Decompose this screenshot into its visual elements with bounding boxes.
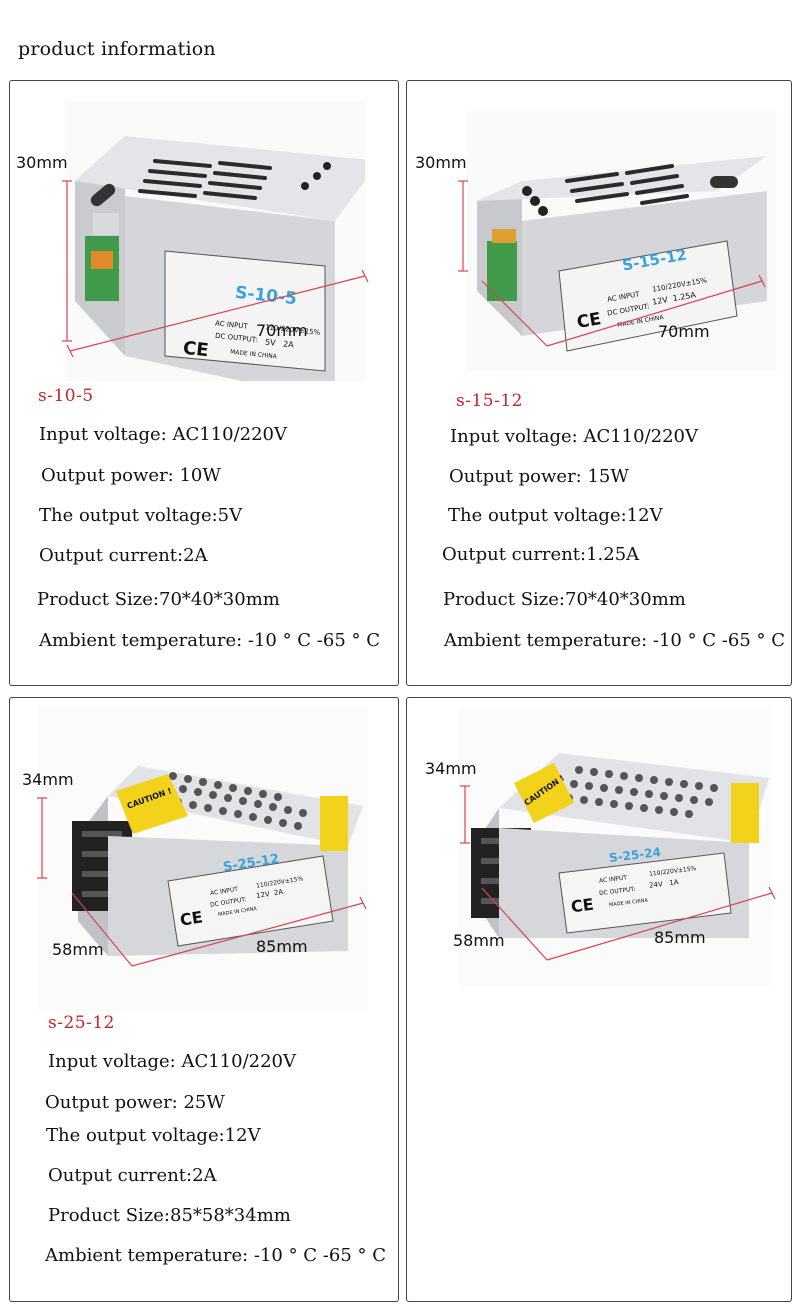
product-card-s-25-24: CAUTION ! S-25-24 CE AC INPUT 110/220V±1… bbox=[406, 697, 792, 1302]
dimension-height: 34mm bbox=[22, 770, 74, 789]
spec-input-voltage: Input voltage: AC110/220V bbox=[450, 426, 699, 447]
dimension-lines bbox=[460, 785, 776, 961]
product-photo-s-10-5: S-10-5 CE AC INPUT 110/220V±15% DC OUTPU… bbox=[65, 101, 365, 381]
product-card-s-10-5: S-10-5 CE AC INPUT 110/220V±15% DC OUTPU… bbox=[9, 80, 399, 686]
spec-output-power: Output power: 15W bbox=[449, 466, 629, 487]
product-card-s-25-12: CAUTION ! S-25-12 CE AC INPUT 110/220V±1… bbox=[9, 697, 399, 1302]
spec-product-size: Product Size:85*58*34mm bbox=[48, 1205, 291, 1226]
dimension-height: 30mm bbox=[415, 153, 467, 172]
dimension-height: 34mm bbox=[425, 759, 477, 778]
spec-output-voltage: The output voltage:12V bbox=[448, 505, 663, 526]
spec-input-voltage: Input voltage: AC110/220V bbox=[39, 424, 288, 445]
model-name: s-15-12 bbox=[456, 391, 523, 411]
spec-ambient-temperature: Ambient temperature: -10 ° C -65 ° C bbox=[45, 1245, 387, 1266]
spec-product-size: Product Size:70*40*30mm bbox=[443, 589, 686, 610]
spec-ambient-temperature: Ambient temperature: -10 ° C -65 ° C bbox=[39, 630, 381, 651]
model-name: s-10-5 bbox=[38, 386, 94, 406]
dimension-length: 70mm bbox=[256, 321, 308, 340]
dimension-length: 85mm bbox=[256, 937, 308, 956]
product-photo-s-25-12: CAUTION ! S-25-12 CE AC INPUT 110/220V±1… bbox=[38, 706, 368, 1011]
product-photo-s-15-12: S-15-12 CE AC INPUT 110/220V±15% DC OUTP… bbox=[467, 111, 777, 371]
spec-product-size: Product Size:70*40*30mm bbox=[37, 589, 280, 610]
dimension-width: 58mm bbox=[52, 940, 104, 959]
spec-output-current: Output current:1.25A bbox=[442, 544, 640, 565]
product-card-s-15-12: S-15-12 CE AC INPUT 110/220V±15% DC OUTP… bbox=[406, 80, 792, 686]
spec-output-power: Output power: 25W bbox=[45, 1092, 225, 1113]
spec-input-voltage: Input voltage: AC110/220V bbox=[48, 1051, 297, 1072]
dimension-lines bbox=[37, 797, 367, 967]
spec-output-current: Output current:2A bbox=[39, 545, 208, 566]
spec-output-voltage: The output voltage:12V bbox=[46, 1125, 261, 1146]
spec-output-power: Output power: 10W bbox=[41, 465, 221, 486]
dimension-lines bbox=[62, 180, 369, 358]
spec-ambient-temperature: Ambient temperature: -10 ° C -65 ° C bbox=[444, 630, 786, 651]
dimension-length: 85mm bbox=[654, 928, 706, 947]
dimension-width: 58mm bbox=[453, 931, 505, 950]
page-title: product information bbox=[18, 38, 216, 60]
dimension-height: 30mm bbox=[16, 153, 68, 172]
dimension-length: 70mm bbox=[658, 322, 710, 341]
product-photo-s-25-24: CAUTION ! S-25-24 CE AC INPUT 110/220V±1… bbox=[459, 708, 771, 986]
spec-output-current: Output current:2A bbox=[48, 1165, 217, 1186]
spec-output-voltage: The output voltage:5V bbox=[39, 505, 243, 526]
dimension-lines bbox=[458, 180, 766, 347]
model-name: s-25-12 bbox=[48, 1013, 115, 1033]
